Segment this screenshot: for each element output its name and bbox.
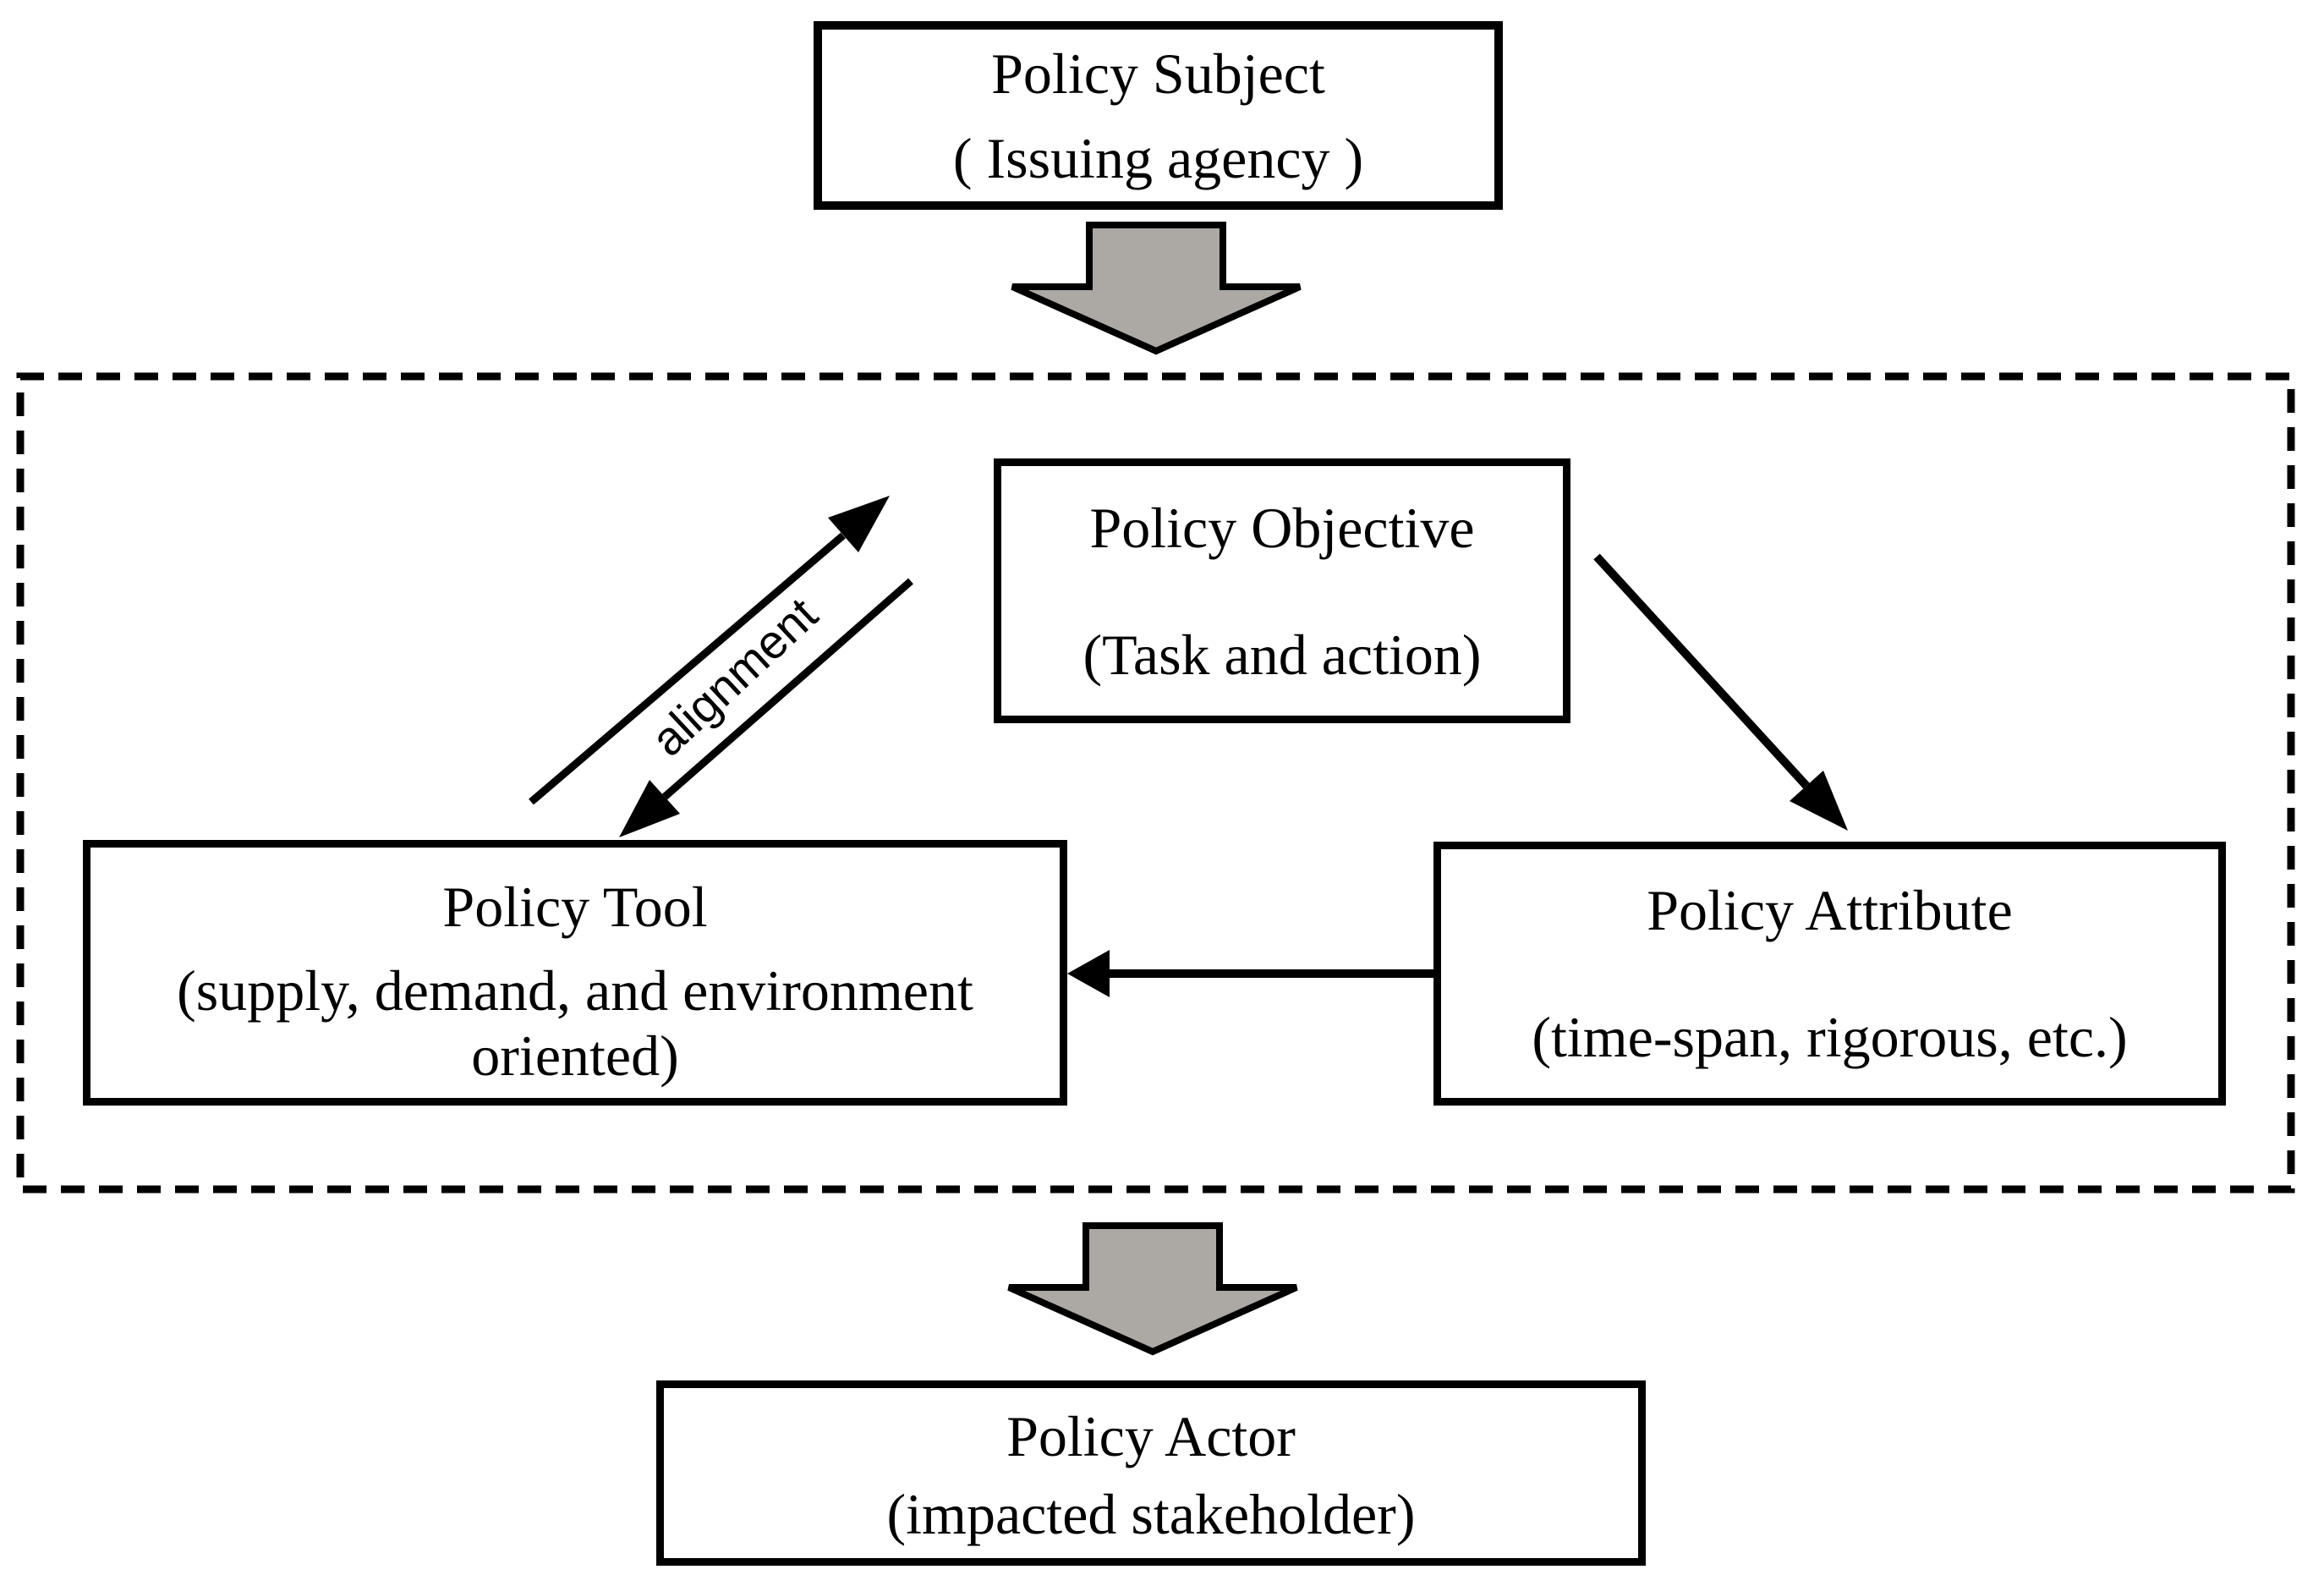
dashed-boundary xyxy=(16,372,2295,1194)
policy-attribute-box: Policy Attribute (time-span, rigorous, e… xyxy=(1433,842,2226,1106)
policy-tool-box: Policy Tool (supply, demand, and environ… xyxy=(83,840,1067,1106)
policy-objective-subtitle: (Task and action) xyxy=(1083,622,1482,687)
policy-objective-box: Policy Objective (Task and action) xyxy=(994,458,1570,723)
objective-to-attribute-arrow xyxy=(1593,553,1848,831)
block-arrow-down-top xyxy=(1011,222,1302,355)
policy-subject-box: Policy Subject ( Issuing agency ) xyxy=(814,21,1503,210)
policy-tool-subtitle-line1: (supply, demand, and environment xyxy=(177,958,973,1023)
policy-tool-subtitle-line2: oriented) xyxy=(471,1023,679,1088)
policy-objective-title: Policy Objective xyxy=(1089,495,1475,560)
alignment-arrow-down xyxy=(619,578,913,837)
policy-tool-title: Policy Tool xyxy=(442,875,708,939)
policy-actor-box: Policy Actor (impacted stakeholder) xyxy=(656,1380,1646,1566)
attribute-to-tool-arrow xyxy=(1067,950,1438,997)
policy-attribute-title: Policy Attribute xyxy=(1647,878,2013,942)
policy-subject-title: Policy Subject xyxy=(991,41,1325,106)
block-arrow-down-bottom xyxy=(1007,1222,1298,1356)
policy-actor-title: Policy Actor xyxy=(1006,1403,1296,1468)
alignment-arrow-up xyxy=(529,496,890,805)
policy-attribute-subtitle: (time-span, rigorous, etc.) xyxy=(1532,1005,2128,1069)
policy-actor-subtitle: (impacted stakeholder) xyxy=(886,1481,1416,1546)
policy-subject-subtitle: ( Issuing agency ) xyxy=(952,125,1364,190)
